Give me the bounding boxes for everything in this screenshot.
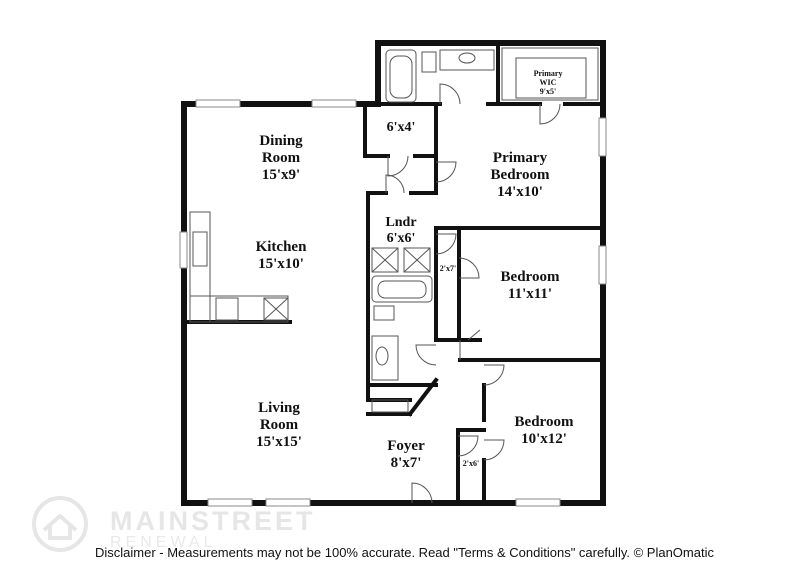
watermark-sub: RENEWAL bbox=[110, 534, 217, 551]
room-bedroom-2: Bedroom 11'x11' bbox=[480, 269, 580, 303]
room-dims: 14'x10' bbox=[497, 183, 543, 200]
room-dims: 11'x11' bbox=[507, 285, 553, 302]
room-closet-2x7: 2'x7' bbox=[437, 264, 459, 274]
room-dims: 2'x7' bbox=[439, 264, 457, 273]
wic-shelf bbox=[501, 47, 599, 101]
room-dims: 15'x15' bbox=[256, 433, 302, 450]
room-name: Kitchen bbox=[255, 239, 307, 255]
closet-shelf bbox=[371, 399, 409, 413]
room-name: Primary Bedroom bbox=[490, 150, 550, 183]
toilet-hall bbox=[373, 305, 395, 321]
room-living: Living Room 15'x15' bbox=[234, 400, 324, 450]
room-name: Dining Room bbox=[259, 133, 303, 166]
toilet-top bbox=[421, 51, 437, 73]
dryer bbox=[403, 247, 431, 273]
watermark-brand: MAINSTREET bbox=[110, 506, 316, 536]
room-dims: 15'x9' bbox=[261, 166, 301, 183]
room-laundry: Lndr 6'x6' bbox=[370, 215, 432, 246]
room-kitchen: Kitchen 15'x10' bbox=[236, 239, 326, 273]
room-dims: 6'x4' bbox=[386, 120, 416, 135]
room-name: Lndr bbox=[385, 215, 417, 230]
room-foyer: Foyer 8'x7' bbox=[370, 438, 442, 472]
fixtures bbox=[189, 47, 599, 413]
kitchen-counter bbox=[189, 211, 211, 323]
windows bbox=[179, 99, 607, 507]
bathtub-top bbox=[385, 49, 417, 103]
fridge bbox=[263, 297, 289, 321]
vanity-top bbox=[439, 49, 495, 71]
room-bedroom-3: Bedroom 10'x12' bbox=[494, 414, 594, 448]
range bbox=[215, 297, 239, 321]
room-dining: Dining Room 15'x9' bbox=[236, 133, 326, 183]
room-dims: 8'x7' bbox=[390, 454, 422, 471]
room-primary-bedroom: Primary Bedroom 14'x10' bbox=[460, 150, 580, 200]
room-name: Bedroom bbox=[514, 414, 574, 430]
room-name: Foyer bbox=[387, 438, 425, 454]
washer bbox=[371, 247, 399, 273]
room-closet-6x4: 6'x4' bbox=[370, 120, 432, 136]
room-dims: 9'x5' bbox=[539, 86, 557, 96]
doors bbox=[385, 83, 561, 504]
kitchen-sink bbox=[192, 231, 208, 267]
room-name: Living Room bbox=[258, 400, 300, 433]
room-dims: 2'x6' bbox=[462, 459, 480, 468]
room-name: Bedroom bbox=[500, 269, 560, 285]
room-dims: 10'x12' bbox=[521, 430, 567, 447]
room-closet-2x6: 2'x6' bbox=[459, 459, 483, 469]
room-name: Primary WIC bbox=[533, 69, 563, 87]
disclaimer-text: Disclaimer - Measurements may not be 100… bbox=[95, 545, 714, 560]
room-primary-wic: Primary WIC 9'x5' bbox=[508, 69, 588, 97]
room-dims: 6'x6' bbox=[386, 230, 416, 246]
room-dims: 15'x10' bbox=[258, 255, 304, 272]
vanity-hall bbox=[371, 335, 399, 381]
watermark-logo-icon bbox=[32, 496, 88, 552]
bathtub-hall bbox=[371, 275, 433, 303]
